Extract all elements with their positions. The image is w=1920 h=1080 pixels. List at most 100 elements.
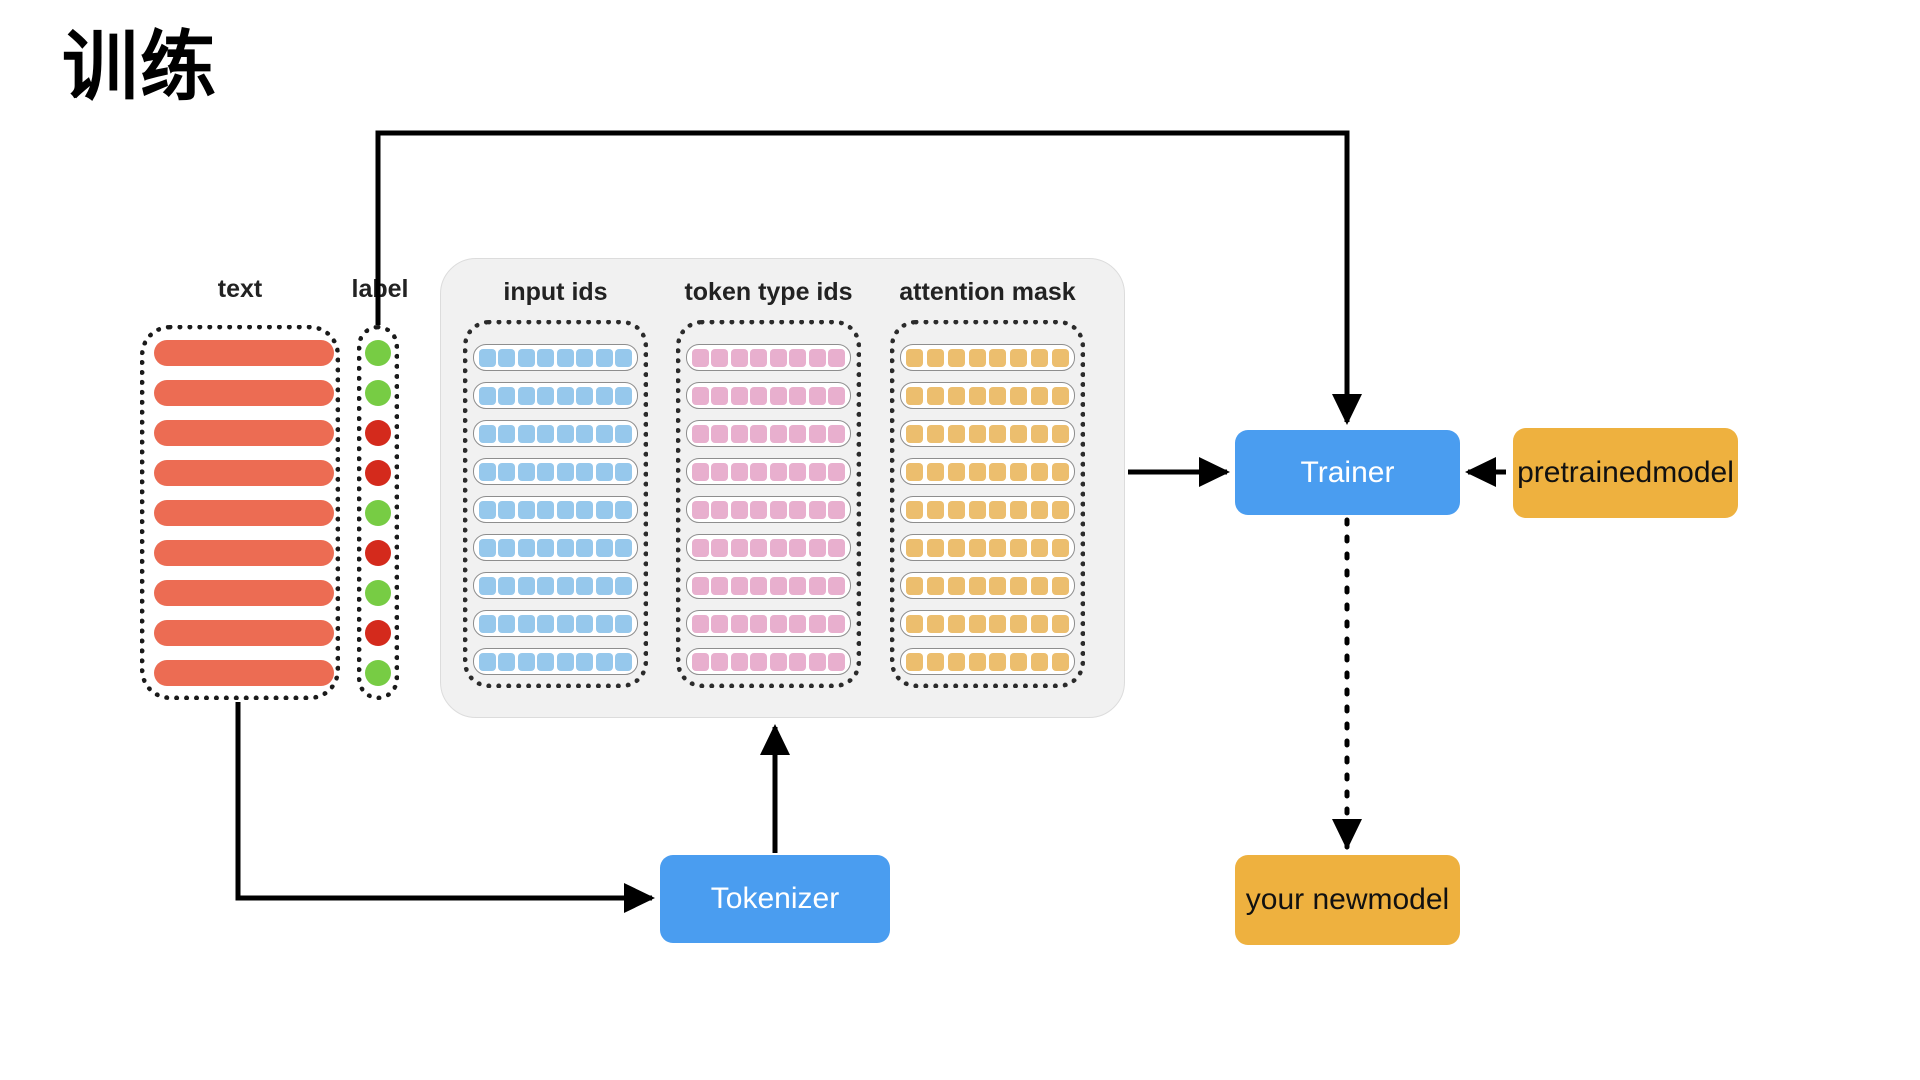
- token-cell: [968, 462, 986, 481]
- token-cell: [556, 576, 574, 595]
- edge-text-to-tokenizer: [235, 702, 656, 913]
- token-cell: [576, 652, 594, 671]
- token-cell: [711, 386, 729, 405]
- token-cell: [614, 462, 632, 481]
- label-dot-pos: [365, 580, 391, 606]
- token-cell: [906, 462, 923, 481]
- token-cell: [498, 462, 516, 481]
- token-cell: [595, 348, 613, 367]
- label-dot-neg: [365, 460, 391, 486]
- token-cell: [769, 500, 787, 519]
- token-cell: [989, 386, 1007, 405]
- token-cell: [595, 424, 613, 443]
- token-cell: [537, 652, 555, 671]
- token-cell: [769, 348, 787, 367]
- label-dot-neg: [365, 420, 391, 446]
- token-cell: [750, 462, 768, 481]
- token-cell: [614, 538, 632, 557]
- token-cell: [479, 652, 496, 671]
- token-cell: [692, 614, 709, 633]
- token-cell: [576, 424, 594, 443]
- token-cell: [730, 614, 748, 633]
- token-cell: [498, 538, 516, 557]
- token-cell: [1031, 576, 1049, 595]
- token-cell: [789, 576, 807, 595]
- token-cell: [769, 614, 787, 633]
- token-cell: [1051, 386, 1069, 405]
- trainer-node[interactable]: Trainer: [1235, 430, 1460, 515]
- token-cell: [556, 652, 574, 671]
- token-cell: [808, 652, 826, 671]
- text-bar: [154, 340, 334, 366]
- token-cell: [789, 538, 807, 557]
- label-column-caption: label: [351, 275, 409, 303]
- token-cell: [1051, 500, 1069, 519]
- token-cell: [1031, 348, 1049, 367]
- token-cell: [576, 386, 594, 405]
- token-cell: [989, 652, 1007, 671]
- token-cell: [498, 500, 516, 519]
- token-cell: [926, 424, 944, 443]
- sequence-row: [900, 458, 1075, 485]
- text-bar: [154, 580, 334, 606]
- token-cell: [498, 348, 516, 367]
- tokenizer-node[interactable]: Tokenizer: [660, 855, 890, 943]
- token-cell: [968, 538, 986, 557]
- token-cell: [1031, 386, 1049, 405]
- token-cell: [827, 614, 845, 633]
- token-cell: [692, 462, 709, 481]
- token-cell: [692, 386, 709, 405]
- token-cell: [1031, 500, 1049, 519]
- token-cell: [711, 348, 729, 367]
- token-cell: [947, 652, 965, 671]
- token-cell: [479, 614, 496, 633]
- token-cell: [576, 538, 594, 557]
- token-cell: [498, 652, 516, 671]
- sequence-row: [473, 344, 638, 371]
- sequence-row: [686, 420, 851, 447]
- token-cell: [711, 652, 729, 671]
- token-cell: [1031, 538, 1049, 557]
- token-cell: [906, 652, 923, 671]
- token-cell: [989, 462, 1007, 481]
- sequence-row: [900, 572, 1075, 599]
- token-cell: [692, 652, 709, 671]
- sequence-row: [900, 534, 1075, 561]
- token-cell: [808, 538, 826, 557]
- token-cell: [730, 424, 748, 443]
- token-cell: [595, 614, 613, 633]
- token-cell: [947, 576, 965, 595]
- token-cell: [968, 500, 986, 519]
- token-cell: [789, 386, 807, 405]
- token-cell: [614, 652, 632, 671]
- sequence-row: [473, 458, 638, 485]
- token-cell: [789, 652, 807, 671]
- token-cell: [730, 386, 748, 405]
- token-cell: [1010, 424, 1028, 443]
- token-cell: [711, 538, 729, 557]
- token-cell: [730, 652, 748, 671]
- token-cell: [1010, 538, 1028, 557]
- token-cell: [595, 576, 613, 595]
- sequence-row: [686, 534, 851, 561]
- sequence-row: [473, 610, 638, 637]
- token-cell: [769, 576, 787, 595]
- sequence-row: [686, 458, 851, 485]
- sequence-row: [686, 496, 851, 523]
- token-cell: [827, 348, 845, 367]
- token-cell: [906, 386, 923, 405]
- token-cell: [595, 500, 613, 519]
- token-cell: [989, 538, 1007, 557]
- token-cell: [926, 462, 944, 481]
- token-cell: [576, 614, 594, 633]
- text-bar: [154, 660, 334, 686]
- token-cell: [556, 500, 574, 519]
- token-cell: [968, 424, 986, 443]
- token-cell: [906, 348, 923, 367]
- token-cell: [926, 348, 944, 367]
- token-cell: [576, 462, 594, 481]
- token-cell: [517, 500, 535, 519]
- token-cell: [1051, 576, 1069, 595]
